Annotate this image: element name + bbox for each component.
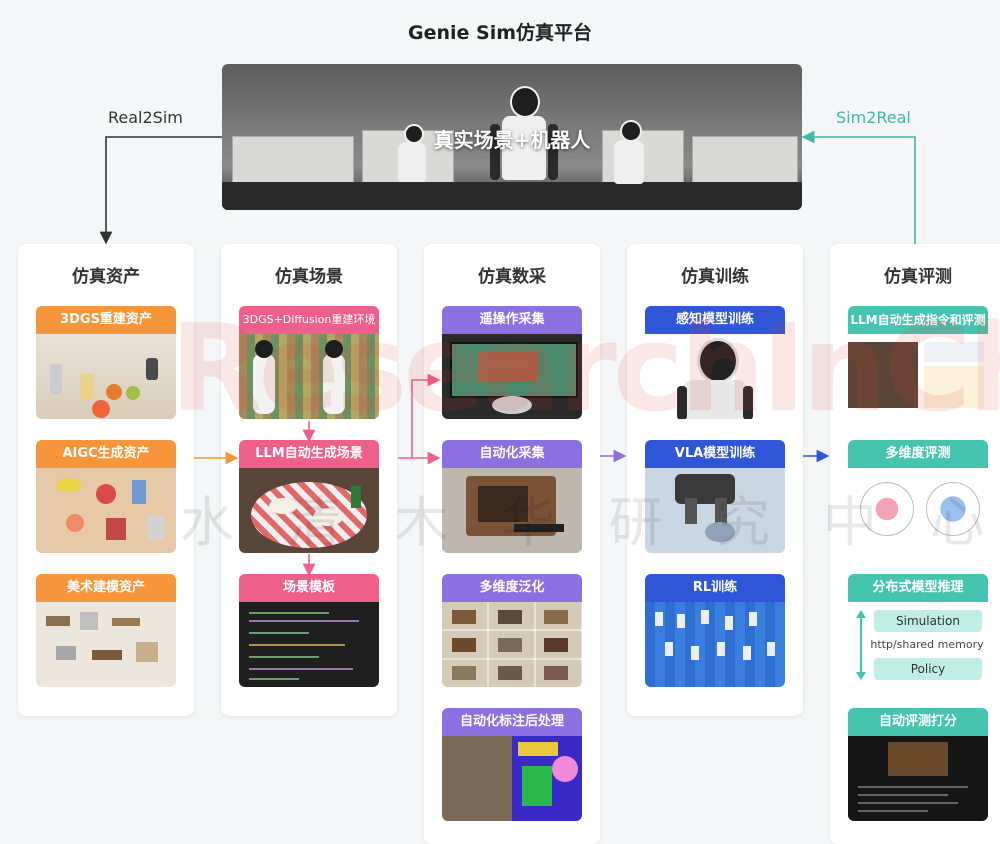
card-auto-scoring: 自动评测打分 <box>848 708 988 821</box>
card-auto-collect: 自动化采集 <box>442 440 582 553</box>
policy-pill: Policy <box>874 658 982 680</box>
card-teleop: 遥操作采集 <box>442 306 582 419</box>
column-sim-assets: 仿真资产 3DGS重建资产 AIGC生成资产 美术建模资产 <box>18 244 194 716</box>
column-title: 仿真数采 <box>478 267 546 287</box>
radar-charts-image <box>848 468 988 553</box>
table-scene-image <box>239 468 379 553</box>
card-3dgs-diffusion: 3DGS+Diffusion重建环境 <box>239 306 379 419</box>
card-label: AIGC生成资产 <box>36 440 176 468</box>
double-arrow-icon <box>856 610 866 680</box>
inference-diagram: Simulation http/shared memory Policy <box>848 602 988 687</box>
teleop-image <box>442 334 582 419</box>
card-label: 分布式模型推理 <box>848 574 988 602</box>
column-sim-evaluation: 仿真评测 LLM自动生成指令和评测 多维度评测 分布式模型推理 Simulati… <box>830 244 1000 844</box>
card-art-assets: 美术建模资产 <box>36 574 176 687</box>
column-title: 仿真资产 <box>72 267 140 287</box>
card-generalization: 多维度泛化 <box>442 574 582 687</box>
aigc-assets-image <box>36 468 176 553</box>
card-label: VLA模型训练 <box>645 440 785 468</box>
card-label: 场景模板 <box>239 574 379 602</box>
code-template-image <box>239 602 379 687</box>
card-distributed-inference: 分布式模型推理 Simulation http/shared memory Po… <box>848 574 988 687</box>
simulation-pill: Simulation <box>874 610 982 632</box>
card-vla-training: VLA模型训练 <box>645 440 785 553</box>
card-llm-eval: LLM自动生成指令和评测 <box>848 306 988 419</box>
card-label: 自动化采集 <box>442 440 582 468</box>
gripper-image <box>645 468 785 553</box>
real2sim-arrow <box>99 136 222 245</box>
watermark-cjk: 水 清 木 华 研 究 中 心 <box>180 491 1000 554</box>
assets-image <box>36 334 176 419</box>
column-title: 仿真训练 <box>681 267 749 287</box>
scenes-to-teleop-arrow <box>398 373 441 459</box>
robot-image <box>645 334 785 419</box>
rl-robots-image <box>645 602 785 687</box>
card-label: 遥操作采集 <box>442 306 582 334</box>
card-auto-annotation: 自动化标注后处理 <box>442 708 582 821</box>
real-scene-banner: 真实场景+机器人 <box>222 64 802 210</box>
column-title: 仿真评测 <box>884 267 952 287</box>
card-perception-training: 感知模型训练 <box>645 306 785 419</box>
sim2real-arrow <box>801 130 916 244</box>
watermark-latin: ResearchInChina <box>170 300 1000 439</box>
card-label: 3DGS+Diffusion重建环境 <box>239 306 379 334</box>
column-sim-scenes: 仿真场景 3DGS+Diffusion重建环境 LLM自动生成场景 场景模板 <box>221 244 397 716</box>
annotation-image <box>442 736 582 821</box>
store-scene-image <box>239 334 379 419</box>
card-scene-template: 场景模板 <box>239 574 379 687</box>
card-label: 自动化标注后处理 <box>442 708 582 736</box>
card-multi-eval: 多维度评测 <box>848 440 988 553</box>
card-aigc-assets: AIGC生成资产 <box>36 440 176 553</box>
real2sim-label: Real2Sim <box>108 108 183 127</box>
column-sim-data: 仿真数采 遥操作采集 自动化采集 多维度泛化 自动化标注 <box>424 244 600 844</box>
column-title: 仿真场景 <box>275 267 343 287</box>
generalization-grid-image <box>442 602 582 687</box>
card-rl-training: RL训练 <box>645 574 785 687</box>
card-label: LLM自动生成场景 <box>239 440 379 468</box>
card-label: LLM自动生成指令和评测 <box>848 306 988 334</box>
card-llm-scene: LLM自动生成场景 <box>239 440 379 553</box>
transport-label: http/shared memory <box>870 638 984 651</box>
auto-collect-image <box>442 468 582 553</box>
art-assets-image <box>36 602 176 687</box>
card-label: 自动评测打分 <box>848 708 988 736</box>
card-label: 多维度评测 <box>848 440 988 468</box>
page-title: Genie Sim仿真平台 <box>407 22 593 44</box>
card-label: 感知模型训练 <box>645 306 785 334</box>
card-label: 美术建模资产 <box>36 574 176 602</box>
banner-label: 真实场景+机器人 <box>433 128 591 152</box>
column-sim-training: 仿真训练 感知模型训练 VLA模型训练 RL训练 <box>627 244 803 716</box>
scoring-image <box>848 736 988 821</box>
sim2real-label: Sim2Real <box>836 108 911 127</box>
llm-eval-image <box>848 334 988 419</box>
card-3dgs-assets: 3DGS重建资产 <box>36 306 176 419</box>
card-label: RL训练 <box>645 574 785 602</box>
card-label: 3DGS重建资产 <box>36 306 176 334</box>
card-label: 多维度泛化 <box>442 574 582 602</box>
